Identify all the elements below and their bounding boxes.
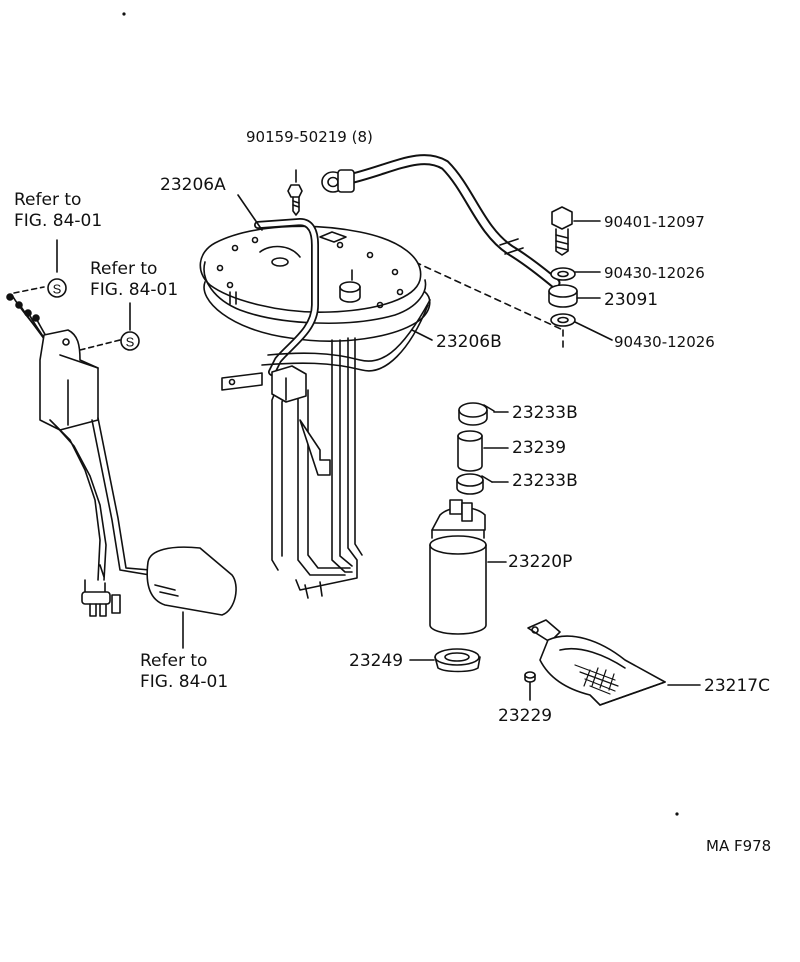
s-symbol-1-text: S xyxy=(53,282,62,297)
fuel-line-pipe xyxy=(321,154,561,289)
dash-to-s1 xyxy=(13,286,45,294)
dot-mark xyxy=(122,12,126,16)
label-23239: 23239 xyxy=(512,438,567,458)
label-90159-50219: 90159-50219 (8) xyxy=(246,128,373,146)
pump-bracket-body xyxy=(221,299,431,599)
refer-to-fig-2-line2: FIG. 84-01 xyxy=(90,280,179,300)
leader-lines-right xyxy=(573,220,613,341)
dash-to-s2 xyxy=(79,339,121,351)
refer-to-fig-1-line1: Refer to xyxy=(14,190,82,210)
label-23206B: 23206B xyxy=(436,332,502,352)
outlet-tube xyxy=(254,218,319,376)
union-23091 xyxy=(548,284,578,308)
dot-mark xyxy=(675,812,679,816)
s-symbol-2 xyxy=(120,331,140,351)
clip-23229 xyxy=(524,671,536,683)
label-23220P: 23220P xyxy=(508,552,573,572)
refer-to-fig-2-line1: Refer to xyxy=(90,259,158,279)
bolt-90159 xyxy=(287,184,303,216)
label-90430-12026-top: 90430-12026 xyxy=(604,264,705,282)
label-23249: 23249 xyxy=(349,651,404,671)
label-23233B-top: 23233B xyxy=(512,403,578,423)
label-23229: 23229 xyxy=(498,706,553,726)
washer-90430-bottom xyxy=(550,313,576,327)
clamp-23233B-top xyxy=(458,402,495,426)
refer-to-fig-2: Refer to FIG. 84-01 xyxy=(90,259,178,301)
s-symbol-1 xyxy=(47,278,67,298)
refer-to-fig-1-line2: FIG. 84-01 xyxy=(14,211,103,231)
hose-23239 xyxy=(457,430,483,472)
label-23206A: 23206A xyxy=(160,175,226,195)
pump-bracket-23206A xyxy=(199,225,431,342)
fuel-pump-23220P xyxy=(429,499,487,635)
fuel-sender-gauge xyxy=(6,293,237,617)
refer-to-fig-3-line1: Refer to xyxy=(140,651,208,671)
union-bolt-90401 xyxy=(551,206,573,256)
fuel-filter-23217C xyxy=(527,619,666,706)
clamp-23233B-bottom xyxy=(456,473,493,495)
label-23217C: 23217C xyxy=(704,676,770,696)
leader-23206A xyxy=(237,194,263,231)
refer-to-fig-3-line2: FIG. 84-01 xyxy=(140,672,229,692)
assembly-dash-line xyxy=(414,261,564,351)
label-90401-12097: 90401-12097 xyxy=(604,213,705,231)
label-23091: 23091 xyxy=(604,290,659,310)
label-90430-12026-bottom: 90430-12026 xyxy=(614,333,715,351)
refer-to-fig-1: Refer to FIG. 84-01 xyxy=(14,190,102,232)
s-symbol-2-text: S xyxy=(126,335,135,350)
refer-to-fig-3: Refer to FIG. 84-01 xyxy=(140,651,228,693)
label-23233B-bottom: 23233B xyxy=(512,471,578,491)
rubber-cushion-23249 xyxy=(434,648,481,673)
leader-23206B xyxy=(411,329,433,341)
diagram-code: MA F978 xyxy=(706,837,772,855)
washer-90430-top xyxy=(550,267,576,281)
